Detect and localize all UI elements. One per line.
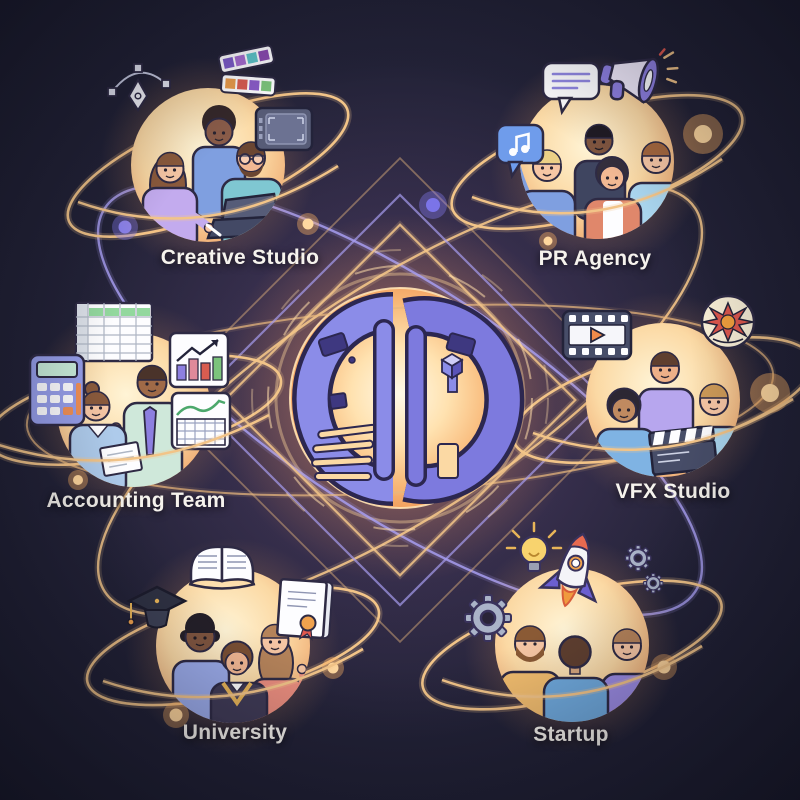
node-label-startup: Startup: [533, 723, 609, 746]
film-strip-icon: [561, 309, 633, 361]
node-startup: [441, 521, 704, 753]
node-label-university: University: [182, 721, 288, 744]
node-vfx-studio: [532, 292, 795, 508]
ledger-chart-icon: [170, 391, 232, 451]
node-creative-studio: [77, 44, 340, 273]
spreadsheet-icon: [74, 301, 154, 363]
node-label-accounting-team: Accounting Team: [46, 489, 226, 512]
brain-maze-icon: [251, 249, 549, 547]
diploma-icon: [276, 577, 334, 642]
node-label-creative-studio: Creative Studio: [160, 246, 320, 269]
node-accounting-team: [0, 301, 271, 518]
node-label-pr-agency: PR Agency: [538, 247, 652, 270]
node-university: [102, 538, 365, 754]
node-pr-agency: [470, 48, 724, 270]
drawing-tablet-icon: [254, 106, 314, 152]
explosion-badge-icon: [700, 294, 756, 350]
calculator-icon: [28, 353, 86, 427]
node-label-vfx-studio: VFX Studio: [615, 480, 731, 503]
bar-chart-icon: [168, 331, 230, 389]
